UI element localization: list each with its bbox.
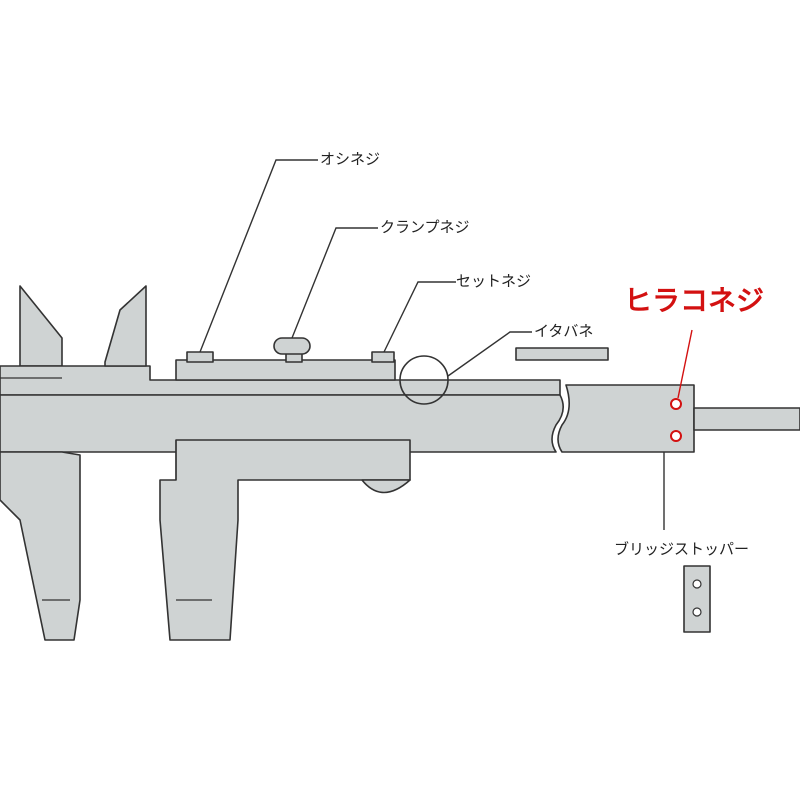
leader-set bbox=[383, 281, 456, 353]
label-clamp-neji: クランプネジ bbox=[380, 218, 470, 236]
itabane-plate bbox=[515, 347, 609, 361]
fixed-outside-jaw bbox=[0, 451, 81, 641]
label-oshi-neji: オシネジ bbox=[320, 150, 381, 168]
main-beam bbox=[0, 394, 564, 453]
oshi-screw bbox=[186, 351, 214, 363]
slider-lower bbox=[159, 439, 411, 641]
label-bridge-stopper: ブリッジストッパー bbox=[614, 540, 750, 558]
label-set-neji: セットネジ bbox=[456, 272, 532, 290]
leader-hira bbox=[677, 329, 693, 399]
depth-rod bbox=[693, 407, 800, 431]
itabane-circle bbox=[399, 355, 449, 405]
bridge-stopper-part bbox=[683, 565, 711, 633]
leader-oshi bbox=[199, 159, 318, 353]
slider-upper bbox=[175, 359, 396, 381]
leader-itabane bbox=[447, 331, 532, 377]
label-hira-co-neji: ヒラコネジ bbox=[624, 284, 765, 317]
sliding-inside-jaw bbox=[104, 285, 147, 367]
thumb-roller bbox=[361, 479, 411, 494]
main-beam-right bbox=[557, 384, 695, 453]
hira-screw-2 bbox=[670, 430, 682, 442]
leader-clamp bbox=[291, 227, 378, 339]
fixed-inside-jaw bbox=[19, 285, 63, 367]
label-ita-bane: イタバネ bbox=[534, 322, 594, 340]
set-screw bbox=[371, 351, 395, 363]
hira-screw-1 bbox=[670, 398, 682, 410]
clamp-screw-head bbox=[273, 337, 311, 355]
